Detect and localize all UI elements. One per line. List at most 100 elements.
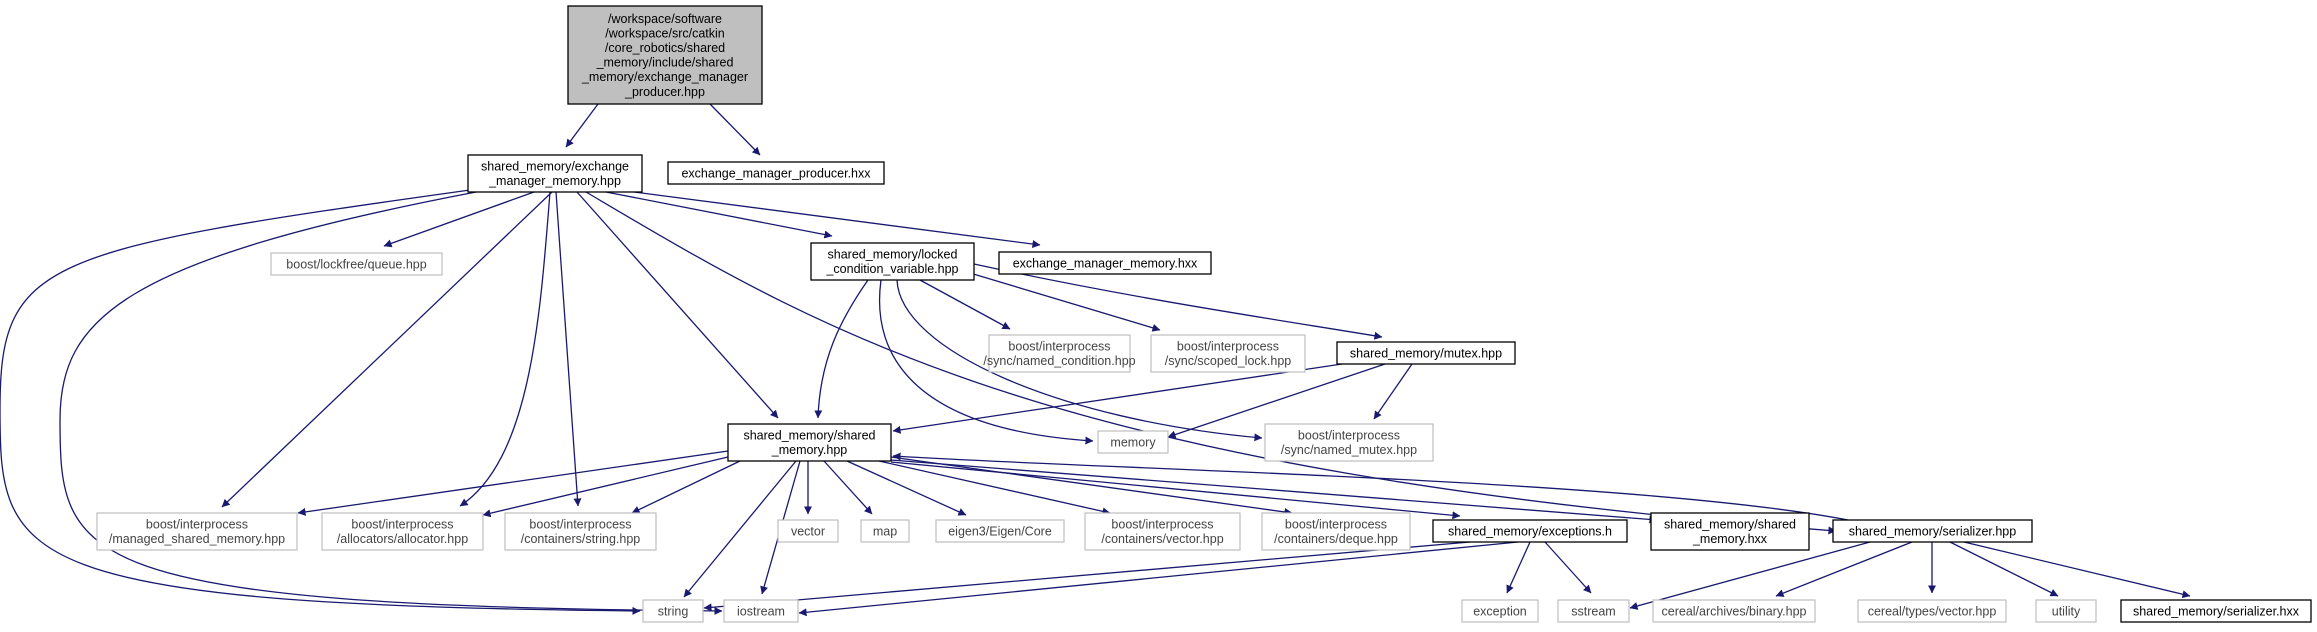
node-label-line: map [873,524,897,538]
node-label-line: /containers/deque.hpp [1274,532,1398,546]
node-exception[interactable]: exception [1461,599,1539,623]
node-serializer-hxx[interactable]: shared_memory/serializer.hxx [2120,599,2312,623]
node-mutex-hpp[interactable]: shared_memory/mutex.hpp [1336,341,1516,365]
node-label-line: _manager_memory.hpp [488,174,621,188]
edge-serializer-hpp-to-utility [1949,541,2059,597]
node-box [567,5,763,105]
node-label-line: /managed_shared_memory.hpp [109,532,285,546]
node-label-line: shared_memory/serializer.hpp [1849,524,2016,538]
node-label-line: _producer.hpp [624,85,705,99]
node-named-condition[interactable]: boost/interprocess/sync/named_condition.… [983,334,1136,373]
node-box [321,512,484,551]
edge-exch-mem-hpp-to-serializer-hpp [585,191,1837,535]
edge-shared-memory-hpp-to-allocator [482,456,729,518]
node-containers-string[interactable]: boost/interprocess/containers/string.hpp [504,512,657,551]
node-shared-memory-hpp[interactable]: shared_memory/shared_memory.hpp [727,423,892,462]
node-label-line: memory [1110,435,1156,449]
edge-shared-memory-hpp-to-eigen [846,460,967,516]
node-label-line: shared_memory/exceptions.h [1448,524,1612,538]
edge-mutex-hpp-to-shared-memory-hpp [892,363,1343,434]
node-iostream[interactable]: iostream [723,599,799,623]
node-label-line: /containers/string.hpp [521,532,641,546]
file-nodes: /workspace/software/workspace/src/catkin… [96,5,2312,623]
node-sstream[interactable]: sstream [1557,599,1630,623]
edge-exch-mem-hpp-to-lockfree-queue [383,191,535,248]
node-box [96,512,298,551]
node-scoped-lock[interactable]: boost/interprocess/sync/scoped_lock.hpp [1150,334,1306,373]
node-label-line: exchange_manager_memory.hxx [1013,256,1198,270]
node-label-line: cereal/archives/binary.hpp [1662,604,1807,618]
node-cereal-vector[interactable]: cereal/types/vector.hpp [1857,599,2007,623]
node-label-line: shared_memory/locked [828,248,958,262]
node-box [1261,512,1411,551]
node-allocator[interactable]: boost/interprocess/allocators/allocator.… [321,512,484,551]
edge-mutex-hpp-to-named-mutex [1373,363,1413,420]
node-exch-mem-hpp[interactable]: shared_memory/exchange_manager_memory.hp… [467,154,643,193]
node-label-line: shared_memory/shared [743,429,875,443]
node-utility[interactable]: utility [2035,599,2097,623]
node-box [777,519,839,543]
node-label-line: boost/interprocess [1111,518,1213,532]
edge-shared-memory-hpp-to-shared-memory-hxx [890,459,1658,524]
edge-shared-memory-hpp-to-containers-vector [878,460,1111,516]
node-serializer-hpp[interactable]: shared_memory/serializer.hpp [1832,519,2033,543]
node-box [1336,341,1516,365]
node-map[interactable]: map [860,519,910,543]
node-label-line: /allocators/allocator.hpp [337,532,468,546]
edge-exceptions-h-to-iostream [798,541,1519,617]
node-box [1652,599,1816,623]
node-label-line: boost/interprocess [529,518,631,532]
node-managed-shm[interactable]: boost/interprocess/managed_shared_memory… [96,512,298,551]
node-cereal-binary[interactable]: cereal/archives/binary.hpp [1652,599,1816,623]
node-box [998,251,1212,275]
node-label-line: boost/interprocess [1177,340,1279,354]
node-label-line: shared_memory/shared [1664,518,1796,532]
edge-shared-memory-hpp-to-string [683,460,797,598]
node-root[interactable]: /workspace/software/workspace/src/catkin… [567,5,763,105]
node-shared-memory-hxx[interactable]: shared_memory/shared_memory.hxx [1650,512,1810,551]
node-containers-deque[interactable]: boost/interprocess/containers/deque.hpp [1261,512,1411,551]
node-label-line: exchange_manager_producer.hxx [681,166,871,180]
edge-shared-memory-hpp-to-containers-string [631,460,741,514]
node-box [504,512,657,551]
node-box [1097,430,1169,454]
node-label-line: _condition_variable.hpp [825,262,958,276]
edge-exch-mem-hpp-to-locked-cv [605,191,833,239]
node-locked-cv[interactable]: shared_memory/locked_condition_variable.… [810,242,975,281]
node-box [642,599,704,623]
node-label-line: sstream [1571,604,1615,618]
node-box [467,154,643,193]
edge-exch-mem-hpp-to-allocator [459,191,551,507]
node-box [1832,519,2033,543]
node-box [1084,512,1241,551]
dependency-edges [0,103,2191,617]
edge-locked-cv-to-mutex-hpp [973,263,1383,340]
node-box [1650,512,1810,551]
edge-serializer-hpp-to-serializer-hxx [1963,541,2191,599]
edge-root-to-exch-mem-hpp [565,103,599,148]
node-exch-prod-hxx[interactable]: exchange_manager_producer.hxx [667,161,885,185]
edge-locked-cv-to-memory [878,279,1094,445]
node-eigen[interactable]: eigen3/Eigen/Core [935,519,1065,543]
node-label-line: /workspace/software [608,12,722,26]
node-exceptions-h[interactable]: shared_memory/exceptions.h [1432,519,1628,543]
node-named-mutex[interactable]: boost/interprocess/sync/named_mutex.hpp [1264,423,1434,462]
node-label-line: boost/lockfree/queue.hpp [286,257,426,271]
node-label-line: eigen3/Eigen/Core [948,524,1052,538]
node-exch-mem-hxx[interactable]: exchange_manager_memory.hxx [998,251,1212,275]
edge-shared-memory-hpp-to-exceptions-h [890,461,1461,520]
edge-exch-mem-hpp-to-managed-shm [221,191,553,508]
node-string[interactable]: string [642,599,704,623]
edge-exceptions-h-to-sstream [1544,541,1592,594]
edge-shared-memory-hpp-to-containers-deque [890,456,1293,516]
node-containers-vector[interactable]: boost/interprocess/containers/vector.hpp [1084,512,1241,551]
node-vector[interactable]: vector [777,519,839,543]
node-label-line: /workspace/src/catkin [605,26,725,40]
edge-exch-mem-hpp-to-exch-mem-hxx [633,191,1041,248]
node-memory[interactable]: memory [1097,430,1169,454]
node-lockfree-queue[interactable]: boost/lockfree/queue.hpp [270,252,443,276]
edge-exch-mem-hpp-to-iostream [59,191,723,615]
edge-root-to-exch-prod-hxx [709,103,761,156]
node-label-line: shared_memory/exchange [481,160,629,174]
